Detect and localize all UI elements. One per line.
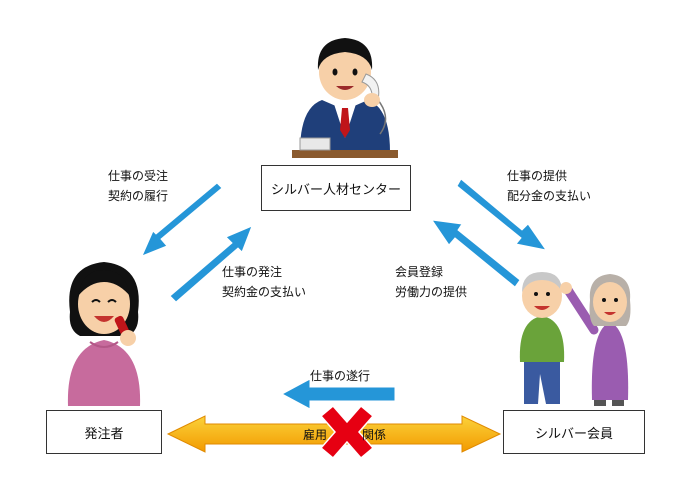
- label-relation: 関係: [362, 428, 387, 442]
- node-silver-center: シルバー人材センター: [261, 165, 411, 211]
- arrow-center-to-client: [141, 182, 223, 257]
- label-center-to-client: 仕事の受注 契約の履行: [108, 169, 169, 203]
- label-member-to-center: 会員登録 労働力の提供: [395, 265, 468, 299]
- arrow-member-to-client: [280, 378, 396, 410]
- node-client: 発注者: [46, 410, 162, 454]
- cross-mark-icon: [319, 404, 375, 460]
- woman-phone-icon: [67, 262, 141, 406]
- office-worker-phone-icon: [292, 38, 398, 158]
- label-employment: 雇用: [303, 428, 328, 442]
- label-client-to-center: 仕事の発注 契約金の支払い: [222, 265, 307, 299]
- label-center-to-member: 仕事の提供 配分金の支払い: [507, 169, 592, 203]
- node-silver-member: シルバー会員: [503, 410, 645, 454]
- arrow-member-to-center: [430, 219, 521, 288]
- arrow-client-to-center: [169, 225, 253, 303]
- elderly-couple-icon: [519, 272, 631, 406]
- arrow-center-to-member: [456, 178, 548, 251]
- label-member-to-client: 仕事の遂行: [310, 369, 371, 383]
